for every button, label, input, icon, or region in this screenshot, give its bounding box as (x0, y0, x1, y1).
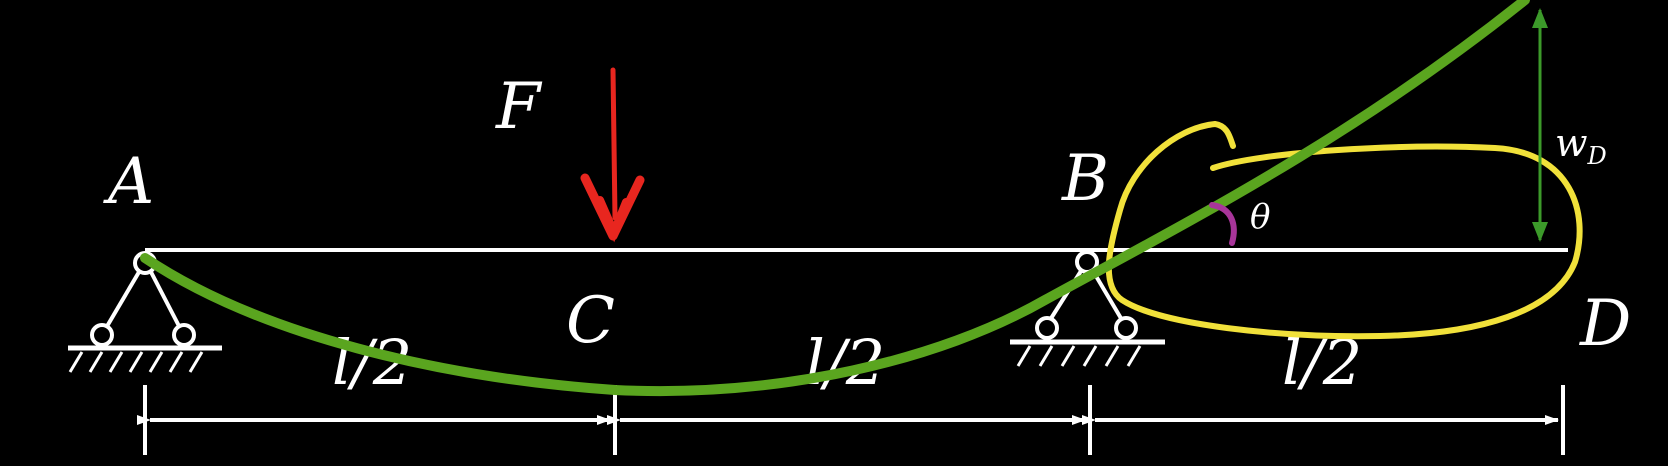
label-f: F (495, 70, 543, 144)
label-a: A (103, 145, 154, 219)
support-a (68, 251, 222, 373)
label-d: D (1579, 287, 1631, 361)
dimension-lines (137, 385, 1565, 455)
deflection-curve (140, 0, 1530, 397)
force-arrow-icon (580, 67, 645, 243)
label-b: B (1061, 142, 1109, 216)
label-theta: θ (1250, 197, 1270, 237)
label-c: C (566, 284, 615, 358)
highlight-loop (1105, 121, 1583, 340)
theta-angle-arc (1209, 202, 1237, 246)
label-wd: wD (1555, 121, 1607, 170)
